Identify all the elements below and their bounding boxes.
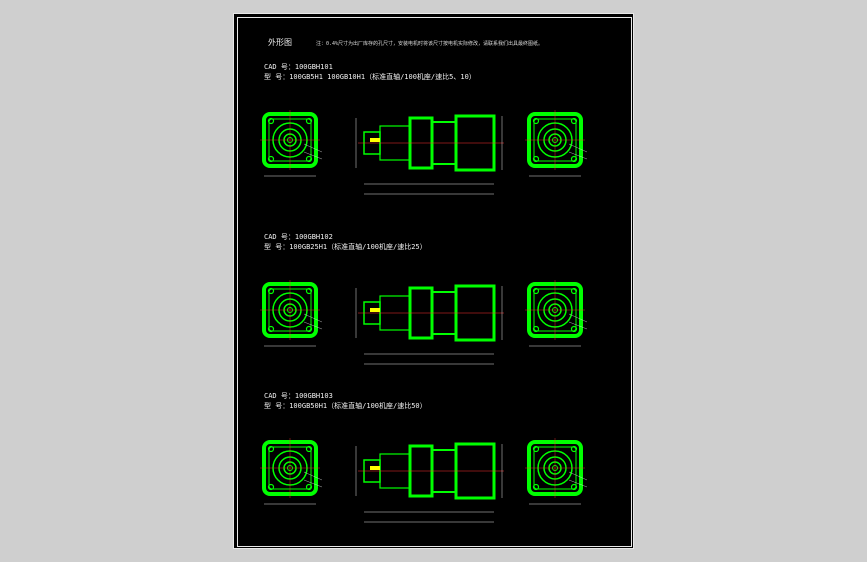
cad-number-3: CAD 号：100GBH103 — [264, 392, 333, 400]
drawing-canvas — [258, 108, 589, 524]
sheet-note: 注：0.4%尺寸为出厂库存的孔尺寸，安装电机时将该尺寸按电机实际修改，请联系我们… — [316, 41, 544, 47]
side-view-2 — [354, 284, 506, 366]
flange-view-right-3 — [523, 436, 589, 506]
flange-view-right-2 — [523, 278, 589, 348]
model-label-2: 型 号：100GB25H1（标准直轴/100机座/速比25） — [264, 243, 427, 251]
side-view-1 — [354, 114, 506, 196]
cad-number-2: CAD 号：100GBH102 — [264, 233, 333, 241]
flange-view-left-1 — [258, 108, 324, 178]
side-view-3 — [354, 442, 506, 524]
flange-view-right-1 — [523, 108, 589, 178]
sheet-title: 外形图 — [268, 38, 292, 47]
model-label-3: 型 号：100GB50H1（标准直轴/100机座/速比50） — [264, 402, 427, 410]
drawing-frame — [237, 17, 632, 547]
model-label-1: 型 号：100GB5H1 100GB10H1（标准直轴/100机座/速比5、10… — [264, 73, 476, 81]
drawing-sheet: 外形图 注：0.4%尺寸为出厂库存的孔尺寸，安装电机时将该尺寸按电机实际修改，请… — [233, 13, 634, 549]
flange-view-left-3 — [258, 436, 324, 506]
flange-view-left-2 — [258, 278, 324, 348]
cad-number-1: CAD 号：100GBH101 — [264, 63, 333, 71]
